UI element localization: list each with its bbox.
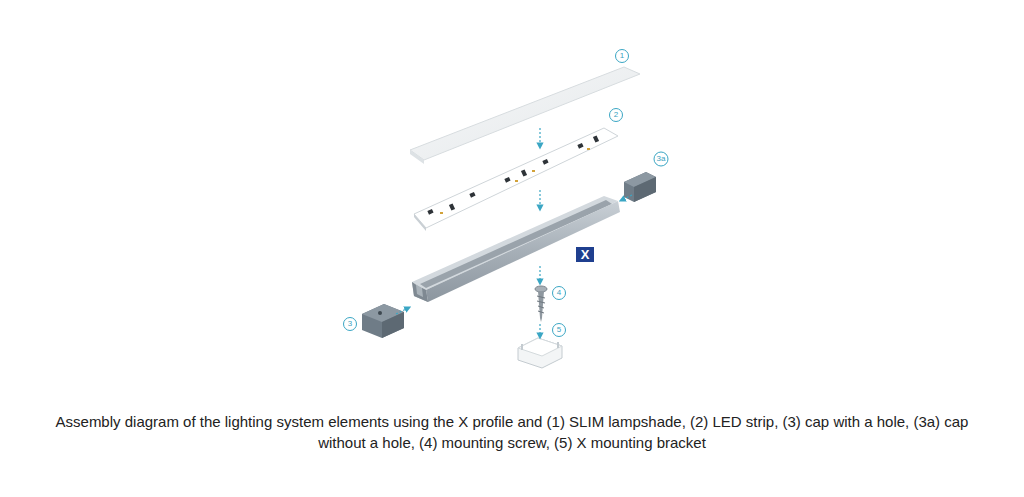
cap-with-hole — [362, 304, 404, 338]
callout-number: 2 — [608, 110, 624, 120]
cap-without-hole — [624, 172, 656, 202]
profile-letter: X — [581, 247, 590, 262]
callout-number: 5 — [551, 325, 567, 335]
callout-circles — [344, 50, 669, 337]
callout-number: 3 — [342, 319, 358, 329]
figure-caption: Assembly diagram of the lighting system … — [52, 411, 972, 453]
callout-number: 1 — [614, 51, 630, 61]
callout-number: 3a — [653, 154, 669, 164]
mounting-bracket — [518, 338, 562, 368]
mounting-screw — [535, 286, 547, 322]
profile-badge: X — [576, 247, 595, 262]
assembly-arrows — [396, 128, 632, 336]
callout-number: 4 — [551, 288, 567, 298]
lampshade — [410, 67, 640, 164]
aluminium-profile — [412, 196, 620, 302]
